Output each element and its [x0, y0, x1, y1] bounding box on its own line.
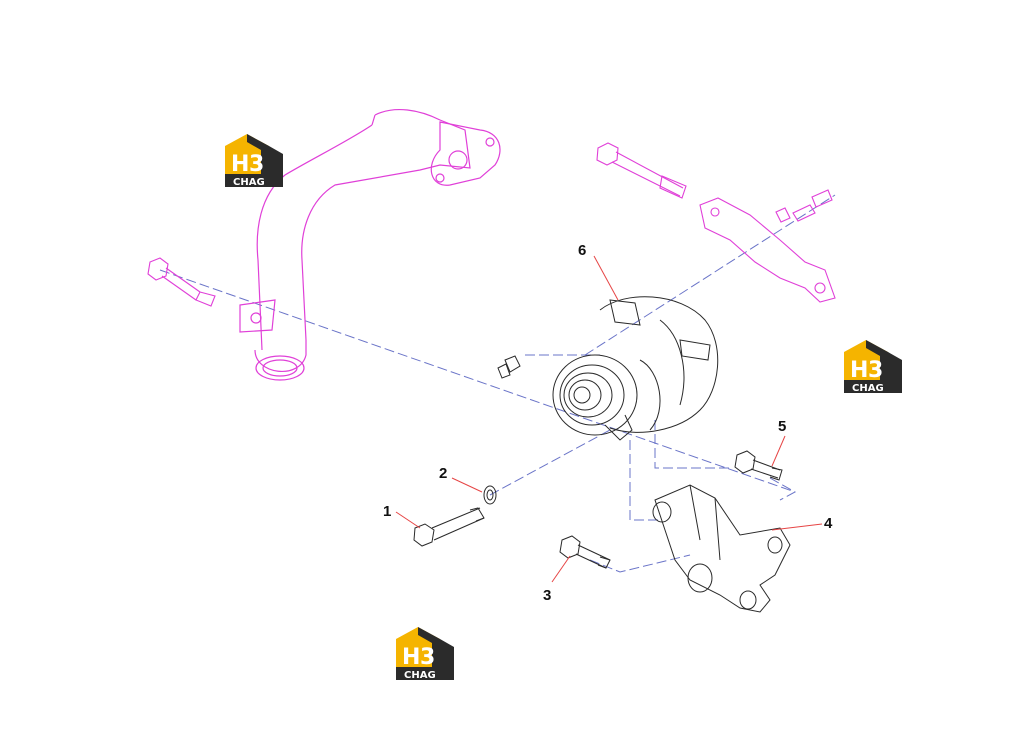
pipe-mounting-bolt	[147, 257, 216, 307]
logo-letter-h: H	[231, 152, 249, 177]
callout-6: 6	[578, 242, 586, 259]
mounting-bracket	[652, 484, 791, 613]
bolt-1	[413, 507, 485, 547]
callout-leaders	[395, 255, 823, 583]
logo-caption: CHAG	[852, 383, 884, 394]
brand-logo: H 3 CHAG	[225, 134, 283, 188]
callout-2: 2	[439, 465, 447, 482]
callout-5: 5	[778, 418, 786, 435]
callout-labels: 1 2 3 4 5 6	[383, 242, 833, 604]
coolant-pipe	[239, 109, 501, 381]
logo-letter-3: 3	[868, 358, 883, 383]
bolt-5	[734, 450, 783, 481]
washer-2	[483, 485, 497, 505]
callout-1: 1	[383, 503, 391, 520]
logo-letter-3: 3	[249, 152, 264, 177]
alignment-lines	[159, 194, 836, 573]
logo-caption: CHAG	[404, 670, 436, 681]
brand-logo: H 3 CHAG	[844, 340, 902, 394]
logo-letter-h: H	[850, 358, 868, 383]
alternator	[497, 296, 719, 441]
callout-4: 4	[824, 515, 833, 532]
brand-logo: H 3 CHAG	[396, 627, 454, 681]
callout-3: 3	[543, 587, 551, 604]
logo-caption: CHAG	[233, 177, 265, 188]
bolt-3	[559, 535, 611, 569]
upper-bracket	[596, 142, 836, 303]
logo-letter-3: 3	[420, 645, 435, 670]
logo-letter-h: H	[402, 645, 420, 670]
